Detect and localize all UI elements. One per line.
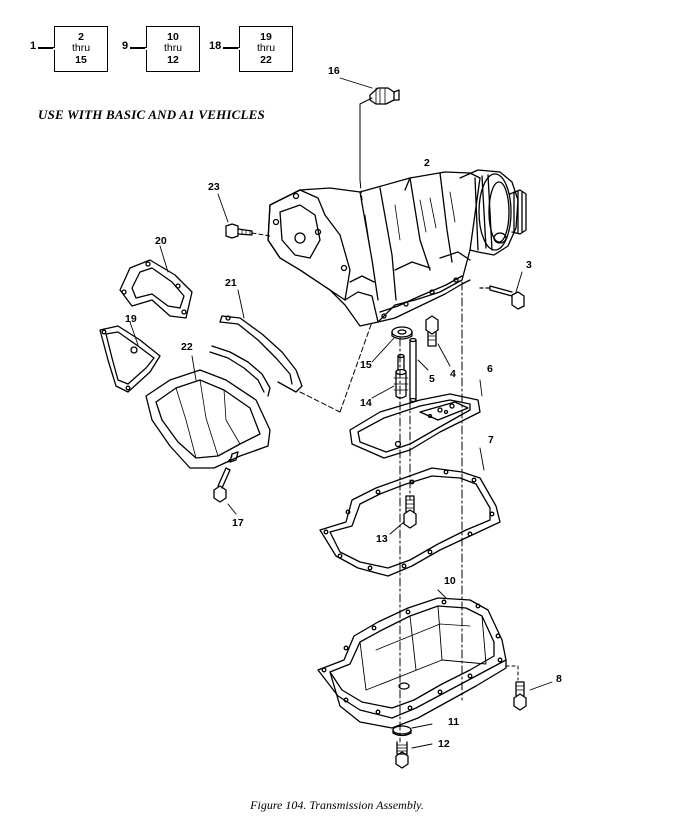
bracket-21 (209, 289, 373, 413)
filter-tube-14 (371, 353, 409, 399)
cover-plate-19 (99, 321, 161, 393)
usage-note: USE WITH BASIC AND A1 VEHICLES (38, 107, 265, 122)
callout-21: 21 (225, 277, 237, 289)
callout-11: 11 (448, 716, 459, 728)
callout-10: 10 (444, 575, 456, 587)
reference-thru: thru (256, 42, 276, 54)
bolt-13 (389, 495, 417, 535)
reference-leader-line (130, 47, 146, 49)
reference-lead-number: 1 (30, 40, 37, 52)
callout-19: 19 (125, 313, 137, 325)
reference-box: 19 thru 22 (238, 26, 293, 72)
vent-fitting (339, 77, 400, 181)
bolt-23 (217, 193, 271, 239)
reference-end: 12 (167, 54, 179, 66)
drain-plug-12 (395, 741, 433, 769)
callout-5: 5 (429, 373, 435, 385)
reference-lead-number: 9 (122, 40, 129, 52)
reference-start: 2 (78, 31, 84, 43)
reference-start: 10 (167, 31, 179, 43)
reference-box: 2 thru 15 (53, 26, 108, 72)
bolt-17 (213, 455, 237, 515)
reference-box: 10 thru 12 (145, 26, 200, 72)
filter-plate-6 (349, 379, 483, 459)
shield-22 (145, 355, 271, 469)
callout-8: 8 (556, 673, 562, 685)
callout-labels: 2 3 4 5 6 7 8 10 11 12 13 14 15 16 17 19… (125, 65, 562, 750)
bolt-4 (425, 315, 451, 367)
reference-end: 22 (260, 54, 272, 66)
callout-2: 2 (424, 157, 430, 169)
callout-6: 6 (487, 363, 493, 375)
callout-17: 17 (232, 517, 244, 529)
oil-pan-10 (317, 589, 507, 729)
reference-thru: thru (163, 42, 183, 54)
gasket-20 (119, 245, 193, 319)
pipe-5 (409, 337, 429, 403)
callout-16: 16 (328, 65, 340, 77)
reference-thru: thru (71, 42, 91, 54)
callout-3: 3 (526, 259, 532, 271)
bolt-8 (505, 665, 553, 711)
callout-20: 20 (155, 235, 167, 247)
reference-end: 15 (75, 54, 87, 66)
washer-15 (371, 326, 413, 363)
callout-4: 4 (450, 368, 456, 380)
callout-15: 15 (360, 359, 372, 371)
gasket-7 (319, 447, 501, 577)
gasket-11 (392, 723, 433, 737)
bolt-3 (479, 271, 525, 310)
callout-7: 7 (488, 434, 494, 446)
callout-23: 23 (208, 181, 220, 193)
reference-leader-line (38, 47, 54, 49)
reference-start: 19 (260, 31, 272, 43)
alignment-lines (359, 179, 463, 743)
reference-leader-line (223, 47, 239, 49)
reference-lead-number: 18 (209, 40, 222, 52)
callout-22: 22 (181, 341, 193, 353)
transmission-case (267, 169, 527, 327)
figure-caption: Figure 104. Transmission Assembly. (250, 798, 424, 812)
callout-14: 14 (360, 397, 372, 409)
callout-13: 13 (376, 533, 388, 545)
callout-12: 12 (438, 738, 450, 750)
